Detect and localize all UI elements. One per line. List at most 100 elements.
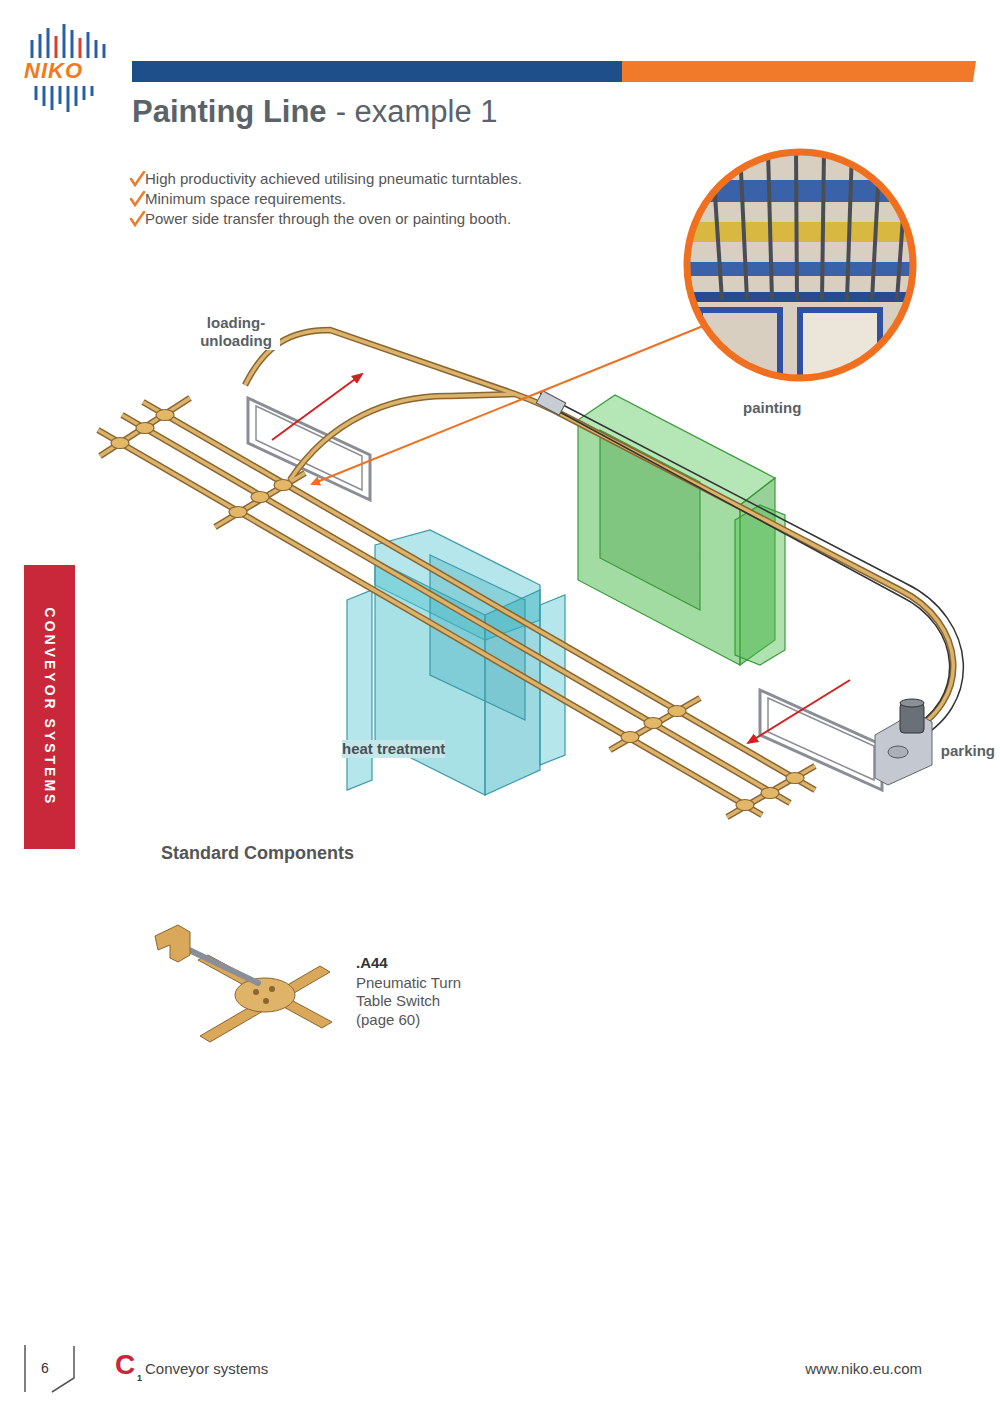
photo-ring (687, 152, 913, 378)
turntable (668, 706, 686, 717)
logo-bar (63, 24, 66, 58)
logo-bar (95, 40, 98, 58)
footer-bracket (52, 1346, 74, 1392)
turntable (136, 423, 154, 434)
node-text: painting (743, 399, 801, 417)
switch-arm (200, 966, 330, 1042)
photo-frame (700, 310, 780, 390)
photo-bar (822, 150, 824, 300)
logo-bar (47, 28, 50, 58)
switch-disc (235, 978, 295, 1012)
check-marks (131, 172, 144, 225)
booth-face (578, 420, 740, 665)
drive-wheel (888, 746, 908, 758)
turntable (786, 773, 804, 784)
check-mark (131, 192, 144, 205)
turntable (274, 480, 292, 491)
feature-note: Minimum space requirements. (145, 190, 346, 208)
photo (680, 150, 920, 390)
photo-bars (712, 150, 908, 300)
switch-bolt (253, 989, 259, 995)
parking-drive (875, 699, 932, 785)
side-band: CONVEYOR SYSTEMS (24, 565, 75, 849)
logo-text: NIKO (24, 58, 83, 84)
section-heading: Standard Components (161, 843, 354, 865)
turntable (156, 410, 174, 421)
transfer-frames (248, 398, 882, 790)
area-label: loading- unloading (192, 314, 280, 350)
switch-bracket (155, 925, 190, 962)
node-text: heat treatment (342, 740, 445, 758)
chapter-icon: C (115, 1348, 135, 1382)
turntable (111, 438, 129, 449)
logo-bar (43, 86, 46, 106)
logo-bar (75, 86, 78, 106)
turntable (251, 492, 269, 503)
logo-bar (35, 86, 38, 100)
header-bar (132, 61, 622, 82)
turntable (229, 507, 247, 518)
logo-bar (59, 86, 62, 104)
rail (98, 330, 953, 817)
header-bar (622, 61, 976, 82)
photo-beam (680, 292, 920, 302)
painting-booth: painting (575, 395, 810, 665)
heat-treatment-oven: heat treatment (345, 530, 565, 795)
switch-cylinder (185, 948, 258, 983)
turntable-switch (155, 925, 332, 1042)
transfer-arrow (272, 374, 362, 440)
photo-bar (796, 150, 797, 300)
transfer-arrow (748, 680, 850, 743)
drive-motor-cap (900, 699, 924, 707)
turntable (621, 732, 639, 743)
switch-bolt (269, 986, 275, 992)
turntable (644, 718, 662, 729)
logo-bar (55, 36, 58, 58)
transfer-frame (768, 698, 874, 780)
turntable (761, 788, 779, 799)
photo-beam (680, 262, 920, 276)
logo-bar (51, 86, 54, 110)
feature-note: Power side transfer through the oven or … (145, 210, 511, 228)
check-mark (131, 212, 144, 225)
feature-note: High productivity achieved utilising pne… (145, 170, 522, 188)
oven-panel (540, 595, 565, 765)
transfer-frame (760, 690, 882, 790)
footer-bracket (24, 1345, 26, 1392)
page-reference: (page 60) (356, 1011, 420, 1029)
part-name: Pneumatic Turn Table Switch (356, 974, 484, 1010)
website: www.niko.eu.com (805, 1360, 922, 1378)
logo-bar (39, 34, 42, 58)
logo-bar (91, 86, 94, 96)
photo-bar (847, 150, 852, 300)
page-number: 6 (41, 1360, 49, 1377)
logo-bar (87, 32, 90, 58)
node-text: CONVEYOR SYSTEMS (41, 608, 58, 807)
part-code: .A44 (356, 954, 388, 972)
photo-bar (872, 150, 880, 300)
chapter-icon: 1 (137, 1373, 142, 1384)
logo-bar (71, 30, 74, 58)
logo-bar (67, 86, 70, 112)
logo-bar (103, 44, 106, 58)
photo-bar (768, 150, 772, 300)
chain-line (545, 404, 950, 731)
title-suffix: - example 1 (336, 93, 498, 130)
area-label: parking (941, 742, 995, 760)
turntable (736, 800, 754, 811)
photo-bar (712, 150, 722, 300)
page-title: Painting Line (132, 93, 327, 130)
check-mark (131, 172, 144, 185)
chain-line (540, 393, 963, 742)
leader-line (312, 326, 703, 484)
chapter-name: Conveyor systems (145, 1360, 268, 1378)
logo-bar (79, 38, 82, 58)
power-chain (540, 393, 963, 742)
rail-outline (98, 330, 953, 817)
logo-bar (31, 40, 34, 58)
switch-bolt (263, 998, 269, 1004)
drive-unit (536, 391, 566, 416)
oven-panel (347, 590, 372, 790)
